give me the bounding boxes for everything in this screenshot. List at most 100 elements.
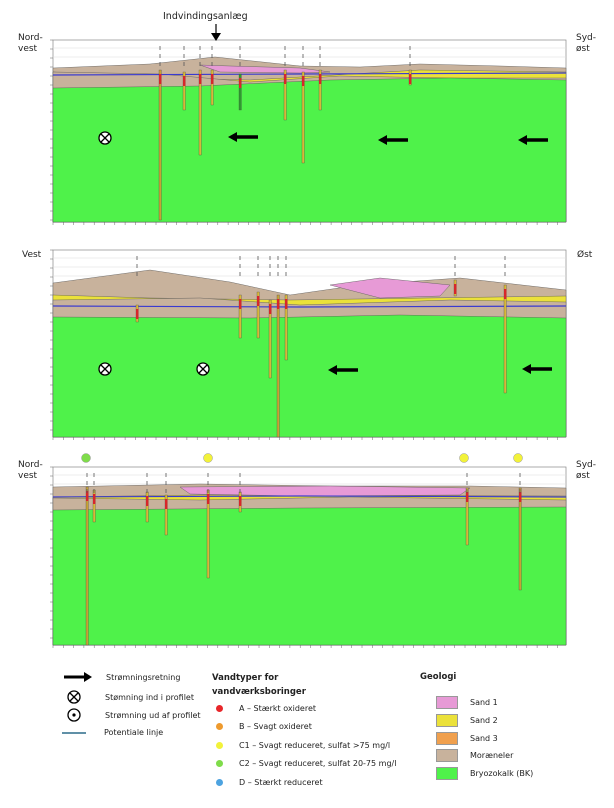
sand1-lens	[179, 485, 471, 497]
water-type-dot	[216, 704, 223, 712]
borehole-screen	[302, 76, 305, 86]
water-type-marker	[203, 453, 213, 463]
legend-label: Sand 1	[470, 698, 498, 708]
legend-label: Potentiale linje	[104, 728, 164, 737]
profile3-right-label: Syd- øst	[576, 460, 596, 481]
borehole	[238, 294, 242, 339]
borehole	[85, 486, 89, 646]
borehole	[268, 299, 272, 379]
borehole-screen	[257, 296, 260, 306]
water-type-dot	[216, 741, 223, 749]
legend-label: Bryozokalk (BK)	[470, 769, 534, 779]
borehole-screen	[277, 299, 280, 309]
legend-water-item: D – Stærkt reduceret	[216, 773, 396, 792]
borehole	[465, 487, 469, 546]
legend-water-types: Vandtyper for vandværksboringer A – Stær…	[212, 671, 396, 792]
borehole	[518, 487, 522, 591]
circle-x-icon	[67, 690, 81, 704]
arrow-down-icon	[211, 33, 221, 41]
legend-label: C2 – Svagt reduceret, sulfat 20-75 mg/l	[239, 759, 397, 769]
profile2-left-label: Vest	[22, 250, 42, 260]
bryozokalk-layer	[52, 77, 567, 223]
line-icon	[62, 731, 86, 734]
legend-geology-item: Bryozokalk (BK)	[436, 765, 533, 783]
legend-label: C1 – Svagt reduceret, sulfat >75 mg/l	[239, 740, 391, 750]
borehole-screen	[93, 494, 96, 504]
legend-geology-title: Geologi	[420, 672, 457, 682]
borehole	[198, 69, 202, 156]
geology-swatch	[436, 731, 458, 745]
circle-x-icon	[198, 364, 208, 374]
sand1-lens	[199, 64, 331, 74]
legend-label: Strømning ud af profilet	[105, 710, 201, 720]
legend-label: A – Stærkt oxideret	[239, 703, 317, 713]
potential-line	[52, 495, 567, 498]
borehole-screen	[239, 78, 242, 88]
arrow-left-icon	[328, 365, 337, 375]
water-type-dot	[216, 723, 223, 731]
borehole-screen	[454, 284, 457, 294]
borehole-screen	[239, 299, 242, 309]
profile3-left-label: Nord- vest	[18, 460, 43, 481]
legend-water-item: A – Stærkt oxideret	[216, 699, 396, 718]
borehole	[256, 291, 260, 339]
profile2-right-label: Øst	[577, 250, 593, 260]
borehole	[238, 73, 242, 111]
water-type-dot	[216, 760, 223, 768]
borehole-screen	[86, 491, 89, 501]
bryozokalk-layer	[52, 506, 567, 646]
profile1-right-label: Syd- øst	[576, 33, 596, 54]
geology-swatch	[436, 714, 458, 728]
arrow-left-icon	[228, 132, 237, 142]
borehole-screen	[207, 494, 210, 504]
borehole	[210, 69, 214, 106]
borehole	[301, 71, 305, 164]
borehole-screen	[183, 76, 186, 86]
borehole-screen	[284, 74, 287, 84]
borehole	[164, 494, 168, 536]
circle-dot-icon	[67, 708, 81, 722]
geology-swatch	[436, 749, 458, 763]
borehole	[283, 69, 287, 121]
borehole-screen	[409, 74, 412, 84]
legend-water-title: vandværksboringer	[212, 687, 306, 697]
water-type-dot	[216, 778, 223, 786]
bryozokalk-layer	[52, 314, 567, 438]
legend-geology-item: Sand 3	[436, 729, 533, 747]
legend-label: Stømning ind i profilet	[105, 692, 194, 702]
geology-swatch	[436, 696, 458, 710]
legend-label: Strømningsretning	[106, 672, 181, 682]
borehole-screen	[466, 492, 469, 502]
borehole	[503, 284, 507, 394]
borehole-screen	[504, 289, 507, 299]
arrow-left-icon	[518, 135, 527, 145]
potential-line	[52, 305, 567, 308]
borehole-screen	[319, 74, 322, 84]
legend-geology-item: Moræneler	[436, 747, 533, 765]
borehole-screen	[136, 309, 139, 319]
legend-label: Moræneler	[470, 751, 514, 761]
geology-swatch	[436, 767, 458, 781]
legend-water-item: B – Svagt oxideret	[216, 718, 396, 737]
borehole-screen	[519, 492, 522, 502]
legend-water-title: Vandtyper for	[212, 673, 279, 683]
borehole-screen	[146, 496, 149, 506]
borehole	[318, 69, 322, 111]
legend-label: Sand 2	[470, 716, 498, 726]
borehole-screen	[165, 499, 168, 509]
circle-x-icon	[100, 364, 110, 374]
arrow-left-icon	[64, 672, 92, 682]
water-type-marker	[459, 453, 469, 463]
profile1-left-label: Nord- vest	[18, 33, 43, 54]
borehole-screen	[239, 496, 242, 506]
legend-geology-item: Sand 2	[436, 712, 533, 730]
borehole-screen	[269, 304, 272, 314]
legend-label: Sand 3	[470, 733, 498, 743]
annotation-label: Indvindingsanlæg	[163, 11, 248, 22]
arrow-left-icon	[522, 364, 531, 374]
borehole	[158, 69, 162, 221]
water-type-marker	[81, 453, 91, 463]
sand1-lens	[329, 277, 451, 299]
